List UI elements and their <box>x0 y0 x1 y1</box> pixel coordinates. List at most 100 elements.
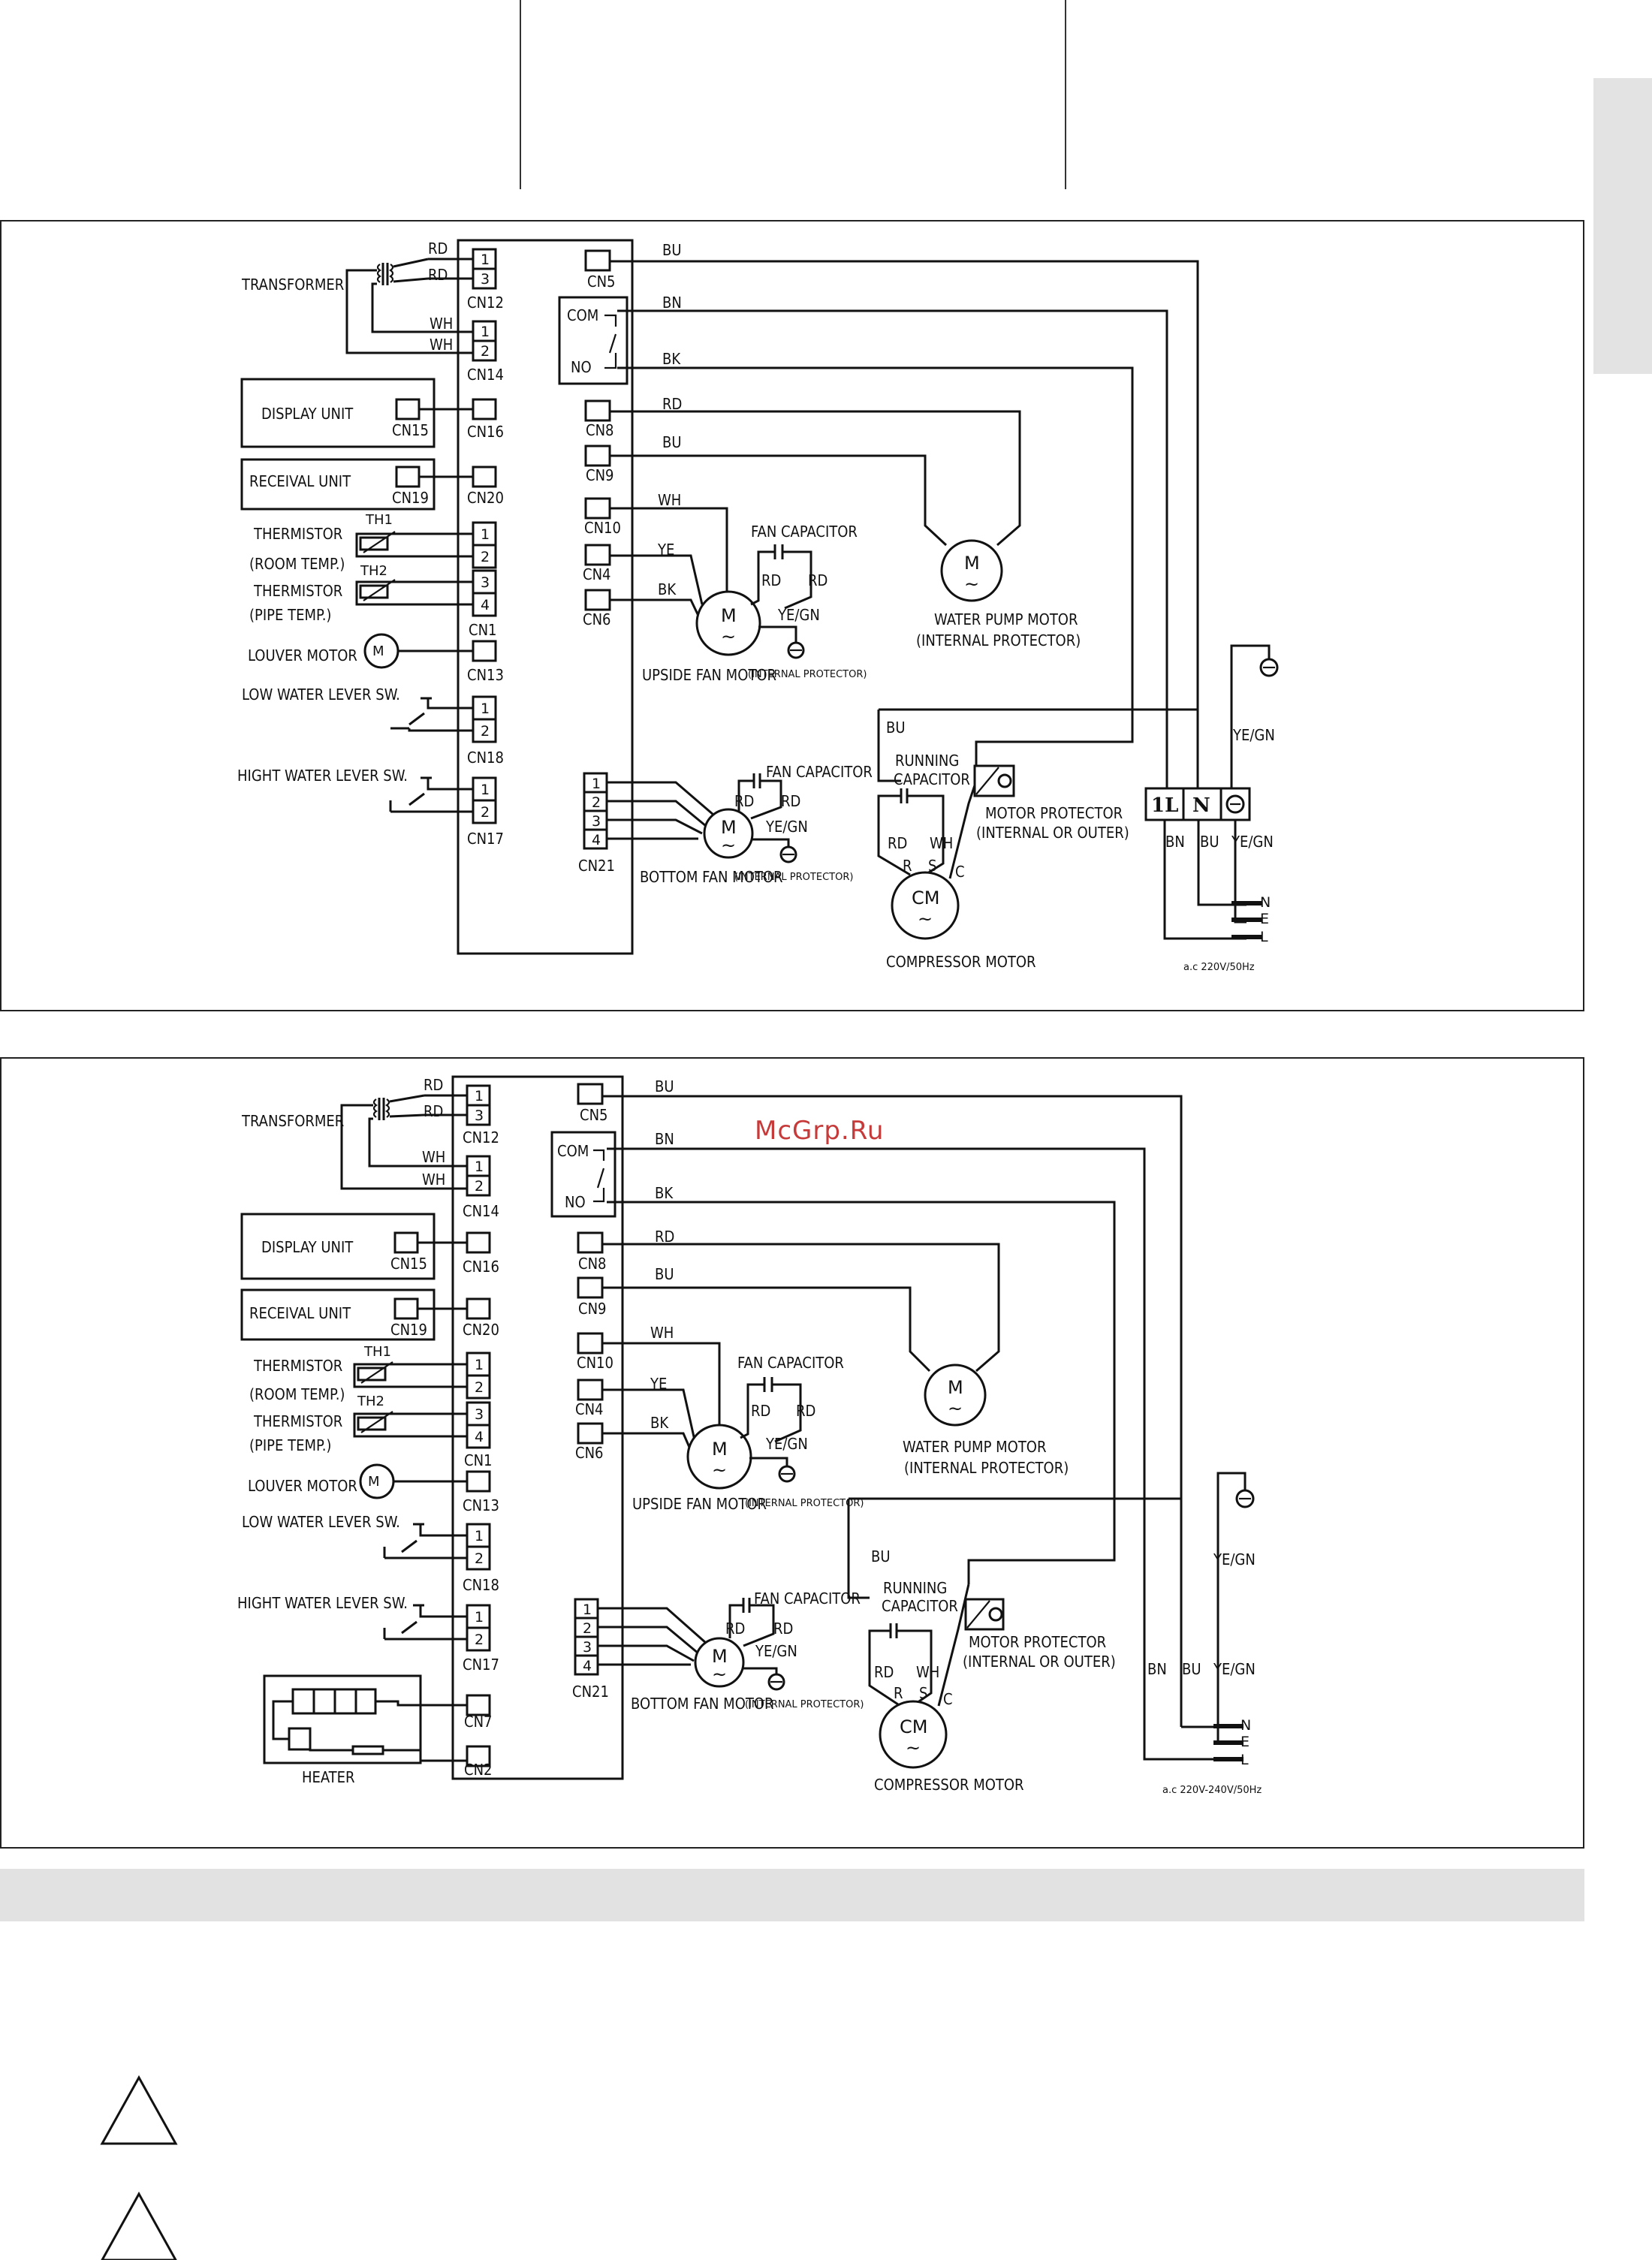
svg-text:1: 1 <box>592 776 601 792</box>
cn8-label: CN8 <box>586 421 613 439</box>
svg-text:CN19: CN19 <box>390 1321 427 1339</box>
svg-text:(INTERNAL PROTECTOR): (INTERNAL PROTECTOR) <box>745 1699 864 1710</box>
cn2-label: CN2 <box>464 1761 492 1779</box>
svg-text:~: ~ <box>906 1737 921 1758</box>
water-pump-motor-icon <box>940 539 1003 602</box>
svg-text:3: 3 <box>475 1107 484 1124</box>
svg-text:CN16: CN16 <box>463 1258 499 1276</box>
svg-text:M: M <box>712 1439 728 1460</box>
svg-text:TH1: TH1 <box>365 512 393 528</box>
svg-text:BOTTOM FAN MOTOR: BOTTOM FAN MOTOR <box>631 1695 774 1713</box>
svg-text:CAPACITOR: CAPACITOR <box>894 770 970 788</box>
svg-text:N: N <box>1241 1717 1251 1734</box>
svg-text:TH2: TH2 <box>360 563 387 579</box>
svg-text:(INTERNAL OR OUTER): (INTERNAL OR OUTER) <box>963 1653 1116 1671</box>
svg-text:FAN CAPACITOR: FAN CAPACITOR <box>737 1354 844 1372</box>
svg-text:WH: WH <box>650 1324 674 1342</box>
cn17-label: CN17 <box>467 830 504 848</box>
display-unit-label: DISPLAY UNIT <box>261 405 354 423</box>
svg-text:R: R <box>903 857 912 875</box>
svg-text:1: 1 <box>475 1609 484 1626</box>
svg-text:RD: RD <box>874 1663 894 1681</box>
upside-fan-motor-icon <box>695 590 761 656</box>
louver-motor-label: LOUVER MOTOR <box>248 646 357 664</box>
svg-text:M: M <box>372 643 384 659</box>
svg-text:BN: BN <box>662 294 682 312</box>
svg-text:CN17: CN17 <box>463 1656 499 1674</box>
svg-text:M: M <box>368 1474 380 1490</box>
cn4-label: CN4 <box>583 565 610 583</box>
svg-text:RD: RD <box>761 571 781 589</box>
svg-text:YE/GN: YE/GN <box>1232 726 1275 744</box>
svg-text:C: C <box>955 863 965 881</box>
cn14-label: CN14 <box>467 366 504 384</box>
svg-text:~: ~ <box>948 1398 963 1419</box>
svg-text:CN14: CN14 <box>463 1202 499 1220</box>
svg-text:CN8: CN8 <box>578 1255 606 1273</box>
watermark: McGrp.Ru <box>755 1116 884 1146</box>
cn6-label: CN6 <box>583 610 610 628</box>
svg-text:3: 3 <box>475 1406 484 1423</box>
svg-text:2: 2 <box>475 1550 484 1567</box>
cn7-label: CN7 <box>464 1713 492 1731</box>
svg-text:1: 1 <box>475 1528 484 1544</box>
svg-text:CN6: CN6 <box>575 1444 603 1462</box>
diagram-2-frame <box>0 1057 1584 1849</box>
svg-text:YE/GN: YE/GN <box>765 1435 808 1453</box>
svg-text:BU: BU <box>662 433 682 451</box>
svg-text:1: 1 <box>475 1159 484 1175</box>
high-water-switch-label: HIGHT WATER LEVER SW. <box>237 767 408 785</box>
svg-text:BU: BU <box>655 1265 674 1283</box>
svg-text:1: 1 <box>583 1602 592 1618</box>
motor-protector-icon <box>973 764 1015 797</box>
svg-text:NO: NO <box>565 1193 586 1211</box>
svg-text:YE/GN: YE/GN <box>755 1642 797 1660</box>
fan-capacitor-label: FAN CAPACITOR <box>751 523 858 541</box>
svg-text:RD: RD <box>751 1402 770 1420</box>
svg-text:FAN CAPACITOR: FAN CAPACITOR <box>766 763 873 781</box>
cn14-pin-2 <box>472 339 497 362</box>
grey-band <box>0 1869 1584 1921</box>
svg-text:YE: YE <box>650 1375 667 1393</box>
svg-text:BK: BK <box>662 350 681 368</box>
side-tab <box>1593 78 1652 374</box>
svg-text:(INTERNAL PROTECTOR): (INTERNAL PROTECTOR) <box>734 872 853 883</box>
svg-text:M: M <box>721 605 737 626</box>
svg-text:1L: 1L <box>1151 794 1178 817</box>
wiring-diagram-2: 13 CN12 12 CN14 TRANSFORMER RD RD WH WH … <box>237 1075 1262 1796</box>
svg-text:RD: RD <box>773 1620 793 1638</box>
svg-text:BU: BU <box>1200 833 1219 851</box>
svg-text:COMPRESSOR MOTOR: COMPRESSOR MOTOR <box>874 1776 1024 1794</box>
svg-text:CAPACITOR: CAPACITOR <box>882 1597 958 1615</box>
motor-protector-label: MOTOR PROTECTOR <box>985 804 1123 822</box>
svg-text:WH: WH <box>916 1663 939 1681</box>
compressor-motor-icon <box>891 871 960 940</box>
svg-text:3: 3 <box>481 271 490 288</box>
svg-text:BU: BU <box>1182 1660 1201 1678</box>
svg-text:2: 2 <box>481 343 490 360</box>
svg-text:RD: RD <box>655 1228 674 1246</box>
svg-text:CM: CM <box>912 887 939 909</box>
relay-box <box>558 296 629 385</box>
heater-thermostat-icon <box>288 1727 312 1751</box>
svg-text:~: ~ <box>721 835 736 856</box>
svg-text:~: ~ <box>712 1460 727 1481</box>
svg-text:CN12: CN12 <box>463 1128 499 1147</box>
svg-text:~: ~ <box>712 1664 727 1685</box>
svg-text:THERMISTOR: THERMISTOR <box>253 1412 342 1430</box>
svg-text:WH: WH <box>422 1148 445 1166</box>
svg-text:LOUVER MOTOR: LOUVER MOTOR <box>248 1477 357 1495</box>
wiring-diagram-1: 13 CN12 12 CN14 TRANSFORMER RD RD WH WH … <box>237 239 1279 973</box>
svg-text:RD: RD <box>796 1402 815 1420</box>
svg-text:(PIPE TEMP.): (PIPE TEMP.) <box>249 606 331 624</box>
svg-text:YE/GN: YE/GN <box>1213 1660 1256 1678</box>
svg-text:S: S <box>919 1684 927 1702</box>
svg-text:2: 2 <box>481 723 490 740</box>
svg-text:BN: BN <box>1165 833 1185 851</box>
svg-text:RD: RD <box>808 571 828 589</box>
svg-text:N: N <box>1192 794 1210 817</box>
transformer-label: TRANSFORMER <box>241 276 344 294</box>
bottom-fan-motor-icon <box>703 808 754 859</box>
svg-text:(INTERNAL PROTECTOR): (INTERNAL PROTECTOR) <box>904 1459 1069 1477</box>
svg-text:~: ~ <box>964 574 979 595</box>
